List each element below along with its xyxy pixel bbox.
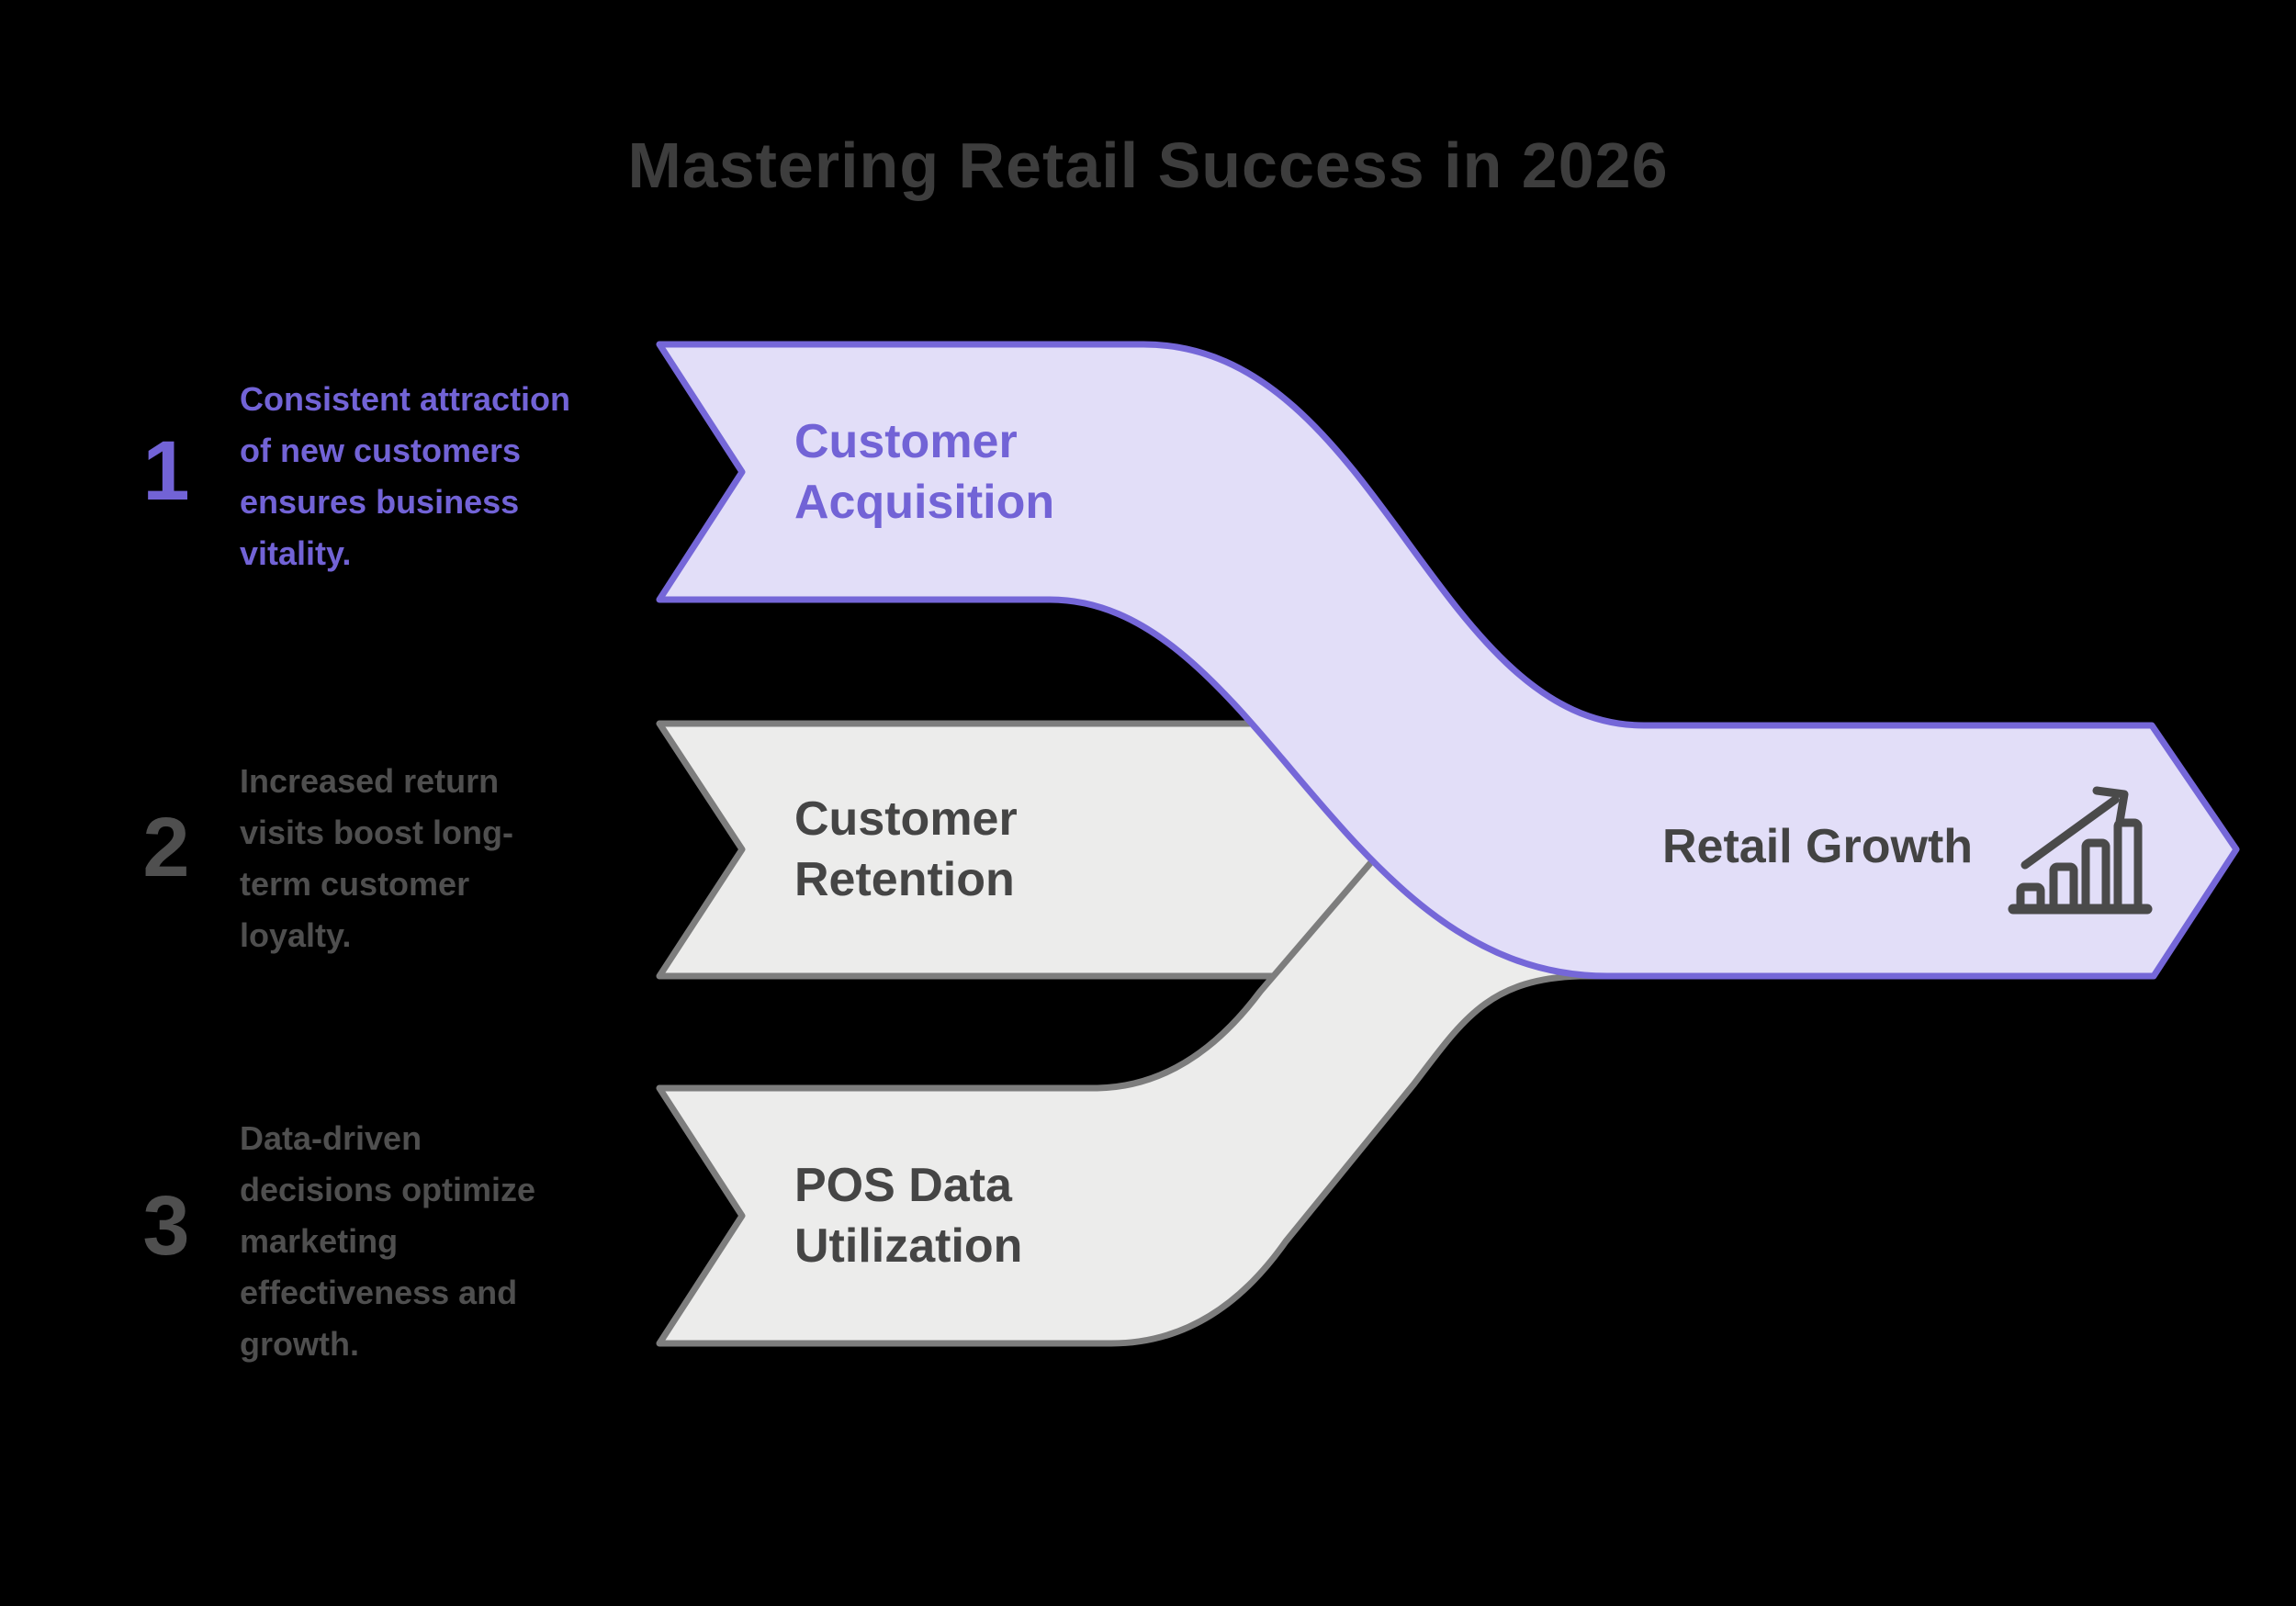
customer-acquisition-label: Customer Acquisition xyxy=(794,415,1055,529)
step-2-number: 2 xyxy=(142,801,190,894)
retail-growth-label: Retail Growth xyxy=(1662,820,1974,873)
growth-chart-icon xyxy=(2008,786,2153,915)
customer-acquisition-ribbon xyxy=(656,341,2240,980)
step-1-number: 1 xyxy=(142,424,190,518)
step-2-description: Increased return visits boost long- term… xyxy=(240,762,514,954)
step-3-number: 3 xyxy=(142,1179,190,1273)
page-title: Mastering Retail Success in 2026 xyxy=(627,129,1669,201)
step-3-description: Data-driven decisions optimize marketing… xyxy=(240,1119,536,1363)
pos-data-utilization-label: POS Data Utilization xyxy=(794,1159,1023,1273)
customer-retention-label: Customer Retention xyxy=(794,792,1018,906)
trend-arrow-line xyxy=(2020,795,2120,870)
step-1-description: Consistent attraction of new customers e… xyxy=(240,380,571,572)
trend-arrow-head xyxy=(2092,786,2129,826)
